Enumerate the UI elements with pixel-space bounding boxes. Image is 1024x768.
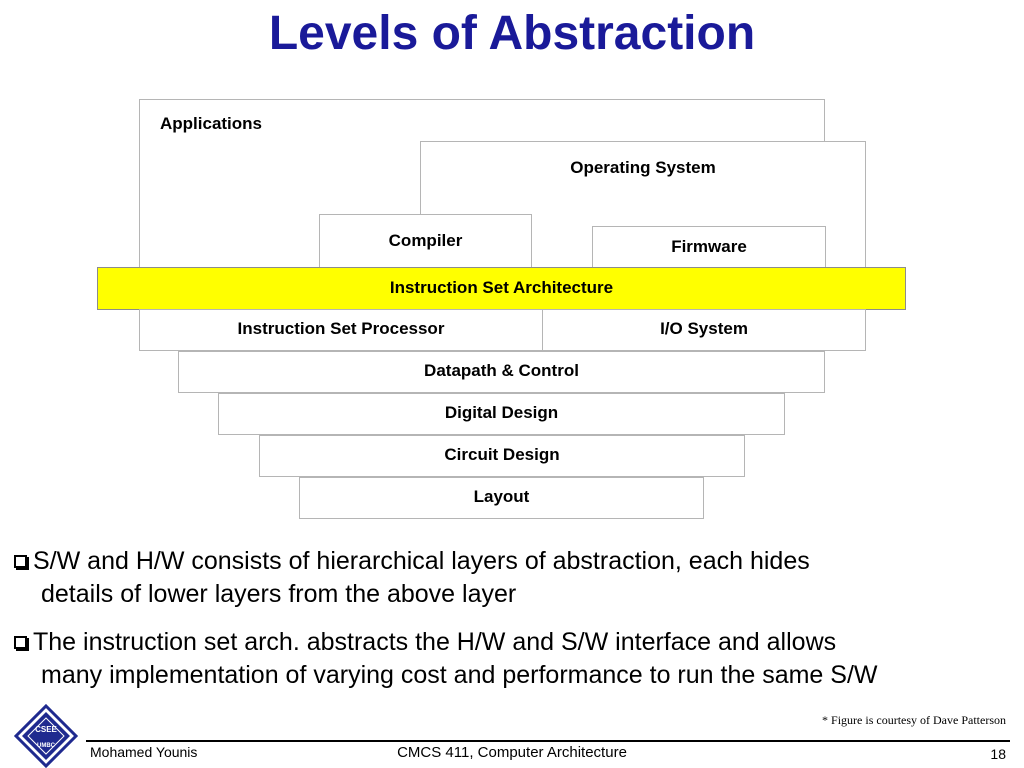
compiler-label: Compiler xyxy=(388,231,463,250)
datapath-label: Datapath & Control xyxy=(424,361,579,380)
footer-divider xyxy=(86,740,1010,742)
isa-label: Instruction Set Architecture xyxy=(389,278,614,297)
isp-label: Instruction Set Processor xyxy=(237,319,445,338)
digital-design-box: Digital Design xyxy=(218,393,785,435)
digital-design-label: Digital Design xyxy=(444,403,559,422)
isa-band: Instruction Set Architecture xyxy=(97,267,906,310)
figure-credit: * Figure is courtesy of Dave Patterson xyxy=(822,713,1006,727)
circuit-design-box: Circuit Design xyxy=(259,435,745,477)
datapath-box: Datapath & Control xyxy=(178,351,825,393)
applications-label: Applications xyxy=(160,114,263,133)
bullet-text-line1: The instruction set arch. abstracts the … xyxy=(33,628,837,656)
io-system-label: I/O System xyxy=(660,319,748,338)
csee-umbc-logo: CSEE UMBC xyxy=(14,704,78,768)
footer-course: CMCS 411, Computer Architecture xyxy=(397,744,627,761)
bullet-text-line2: many implementation of varying cost and … xyxy=(41,661,878,689)
logo-text-bottom: UMBC xyxy=(37,743,56,749)
compiler-box: Compiler xyxy=(319,214,532,274)
io-system-box: I/O System xyxy=(542,309,866,351)
page-number: 18 xyxy=(990,746,1006,762)
footer-author: Mohamed Younis xyxy=(90,744,198,760)
slide-title: Levels of Abstraction xyxy=(268,7,756,60)
checkbox-bullet-icon xyxy=(14,636,27,649)
bullet-item: The instruction set arch. abstracts the … xyxy=(14,626,1014,692)
layout-label: Layout xyxy=(473,487,530,506)
operating-system-label: Operating System xyxy=(570,158,716,177)
bullet-text-line2: details of lower layers from the above l… xyxy=(41,580,517,608)
isp-box: Instruction Set Processor xyxy=(139,309,543,351)
checkbox-bullet-icon xyxy=(14,555,27,568)
bullet-text-line1: S/W and H/W consists of hierarchical lay… xyxy=(33,547,810,575)
circuit-design-label: Circuit Design xyxy=(444,445,560,464)
firmware-label: Firmware xyxy=(671,237,747,256)
bullet-item: S/W and H/W consists of hierarchical lay… xyxy=(14,545,1014,611)
logo-text-top: CSEE xyxy=(35,725,57,734)
layout-box: Layout xyxy=(299,477,704,519)
